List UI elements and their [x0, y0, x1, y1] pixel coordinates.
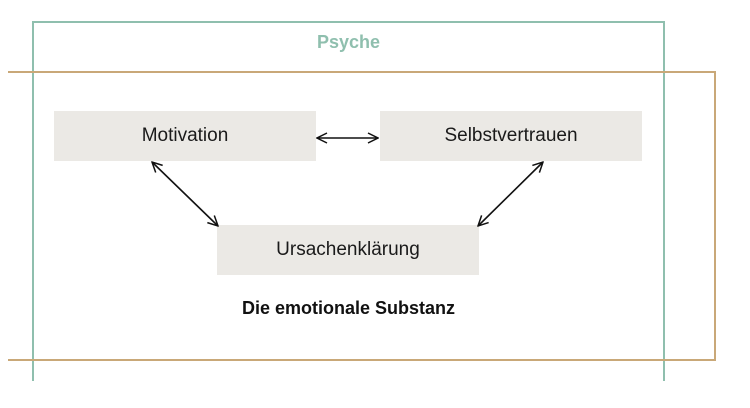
ursachenklaerung-label: Ursachenklärung: [276, 239, 420, 260]
psyche-label: Psyche: [316, 32, 381, 52]
ursachenklaerung-box: Ursachenklärung: [217, 225, 479, 275]
emotional-substance-caption: Die emotionale Substanz: [241, 298, 456, 318]
motivation-box: Motivation: [54, 111, 316, 161]
selbstvertrauen-ursachenklaerung-arrow: [478, 162, 543, 226]
emotional-substance-frame: [8, 71, 716, 361]
selbstvertrauen-label: Selbstvertrauen: [444, 125, 578, 146]
motivation-ursachenklaerung-arrow: [152, 162, 218, 226]
psyche-frame: [32, 21, 665, 381]
selbstvertrauen-box: Selbstvertrauen: [380, 111, 642, 161]
motivation-label: Motivation: [141, 125, 229, 146]
